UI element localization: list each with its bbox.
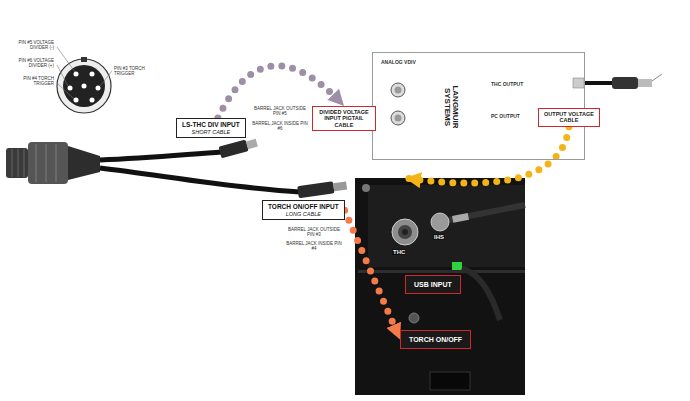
ihs-port	[431, 213, 449, 231]
connector-face	[57, 47, 112, 113]
leader-line	[57, 47, 75, 72]
photo-ground	[355, 178, 525, 395]
knob	[391, 111, 405, 125]
node-text: USB INPUT	[414, 281, 452, 288]
node-text: LS-THC DIV INPUT	[182, 121, 240, 129]
node-text: LONG CABLE	[268, 211, 339, 218]
pin-label: PIN #3 TORCH TRIGGER	[114, 66, 154, 77]
pin-label: PIN #5 VOLTAGE DIVIDER (-)	[2, 40, 54, 51]
ridge	[12, 149, 13, 177]
leader-line	[57, 65, 68, 86]
jack-label: BARREL JACK OUTSIDE PIN #5	[250, 106, 310, 117]
bottom-connector	[430, 372, 470, 390]
port-callout: USB INPUT	[405, 275, 461, 294]
pin	[90, 72, 95, 77]
module	[372, 52, 662, 160]
thc-port-core	[402, 229, 408, 235]
knob	[391, 83, 405, 97]
plug-tip	[246, 139, 258, 149]
knob-center	[395, 87, 402, 94]
thc-port-inner	[398, 225, 412, 239]
thc-port	[392, 219, 418, 245]
pin	[90, 98, 95, 103]
node-text: DIVIDED VOLTAGE INPUT PIGTAIL CABLE	[316, 109, 372, 128]
node-text: TORCH ON/OFF	[409, 336, 462, 343]
node-text: SHORT CABLE	[182, 129, 240, 136]
dotted-arrow	[405, 127, 569, 183]
jack-label: BARREL JACK INSIDE PIN #4	[284, 241, 344, 252]
machine-photo	[355, 178, 525, 395]
machine-panel: THC IHS USB INPUT TORCH ON/OFF	[355, 178, 525, 395]
groove	[55, 144, 56, 182]
stud	[362, 184, 370, 192]
divider-module: ANALOG VDIV THC OUTPUT PC OUTPUT LANGMUIR S…	[372, 52, 585, 160]
cable-label-box: TORCH ON/OFF INPUTLONG CABLE	[262, 200, 345, 220]
ridge	[18, 149, 19, 177]
module-face	[372, 52, 585, 160]
ihs-plug	[452, 213, 469, 223]
connector-key	[81, 57, 87, 62]
plug-tip	[333, 181, 347, 191]
pin-label: PIN #4 TORCH TRIGGER	[2, 76, 54, 87]
cable-label-box: LS-THC DIV INPUTSHORT CABLE	[176, 118, 246, 138]
pin	[96, 86, 101, 91]
pin	[68, 86, 73, 91]
leader-line	[100, 71, 112, 86]
connector-rim	[57, 59, 111, 113]
callout-box: OUTPUT VOLTAGE CABLE	[538, 108, 600, 127]
pin	[74, 72, 79, 77]
node-text: PC OUTPUT	[491, 113, 520, 119]
torch-port	[409, 313, 419, 323]
node-text: LANGMUIR SYSTEMS	[443, 81, 459, 133]
connector-body	[6, 142, 100, 184]
plug-body	[297, 181, 334, 198]
plug-lead	[652, 74, 662, 81]
callout-box: DIVIDED VOLTAGE INPUT PIGTAIL CABLE	[312, 106, 376, 131]
connector-shell	[28, 142, 68, 184]
knob-center	[395, 115, 402, 122]
barrel-plug	[297, 180, 347, 199]
dotted-arrow	[345, 210, 400, 339]
ridge	[24, 149, 25, 177]
connector-insert	[63, 65, 105, 107]
pin-label: PIN #6 VOLTAGE DIVIDER (+)	[2, 58, 54, 69]
port	[573, 78, 584, 88]
leader-line	[57, 83, 74, 99]
usb-plug	[452, 262, 462, 270]
jack-label: BARREL JACK OUTSIDE PIN #3	[284, 227, 344, 238]
long-cable	[100, 168, 300, 192]
node-text: OUTPUT VOLTAGE CABLE	[542, 111, 596, 124]
node-text: THC OUTPUT	[491, 81, 523, 87]
pin	[74, 98, 79, 103]
panel-seam	[358, 270, 525, 273]
plug-body	[219, 139, 249, 158]
output-cable	[585, 81, 612, 85]
cables	[100, 137, 347, 198]
node-text: ANALOG VDIV	[381, 59, 416, 65]
jack-label: BARREL JACK INSIDE PIN #6	[250, 121, 310, 132]
node-text: IHS	[433, 234, 445, 240]
plug-body	[612, 77, 638, 89]
node-text: TORCH ON/OFF INPUT	[268, 203, 339, 211]
connector-nut	[6, 148, 28, 178]
connector-boot	[68, 146, 100, 180]
groove	[35, 144, 36, 182]
short-cable	[100, 152, 222, 160]
groove	[45, 144, 46, 182]
plug-tip	[638, 79, 652, 87]
port-callout: TORCH ON/OFF	[400, 330, 471, 349]
node-text: THC	[392, 249, 406, 255]
barrel-plug	[219, 137, 259, 158]
panel	[368, 185, 525, 267]
pin	[82, 84, 87, 89]
usb-cable	[462, 268, 500, 320]
